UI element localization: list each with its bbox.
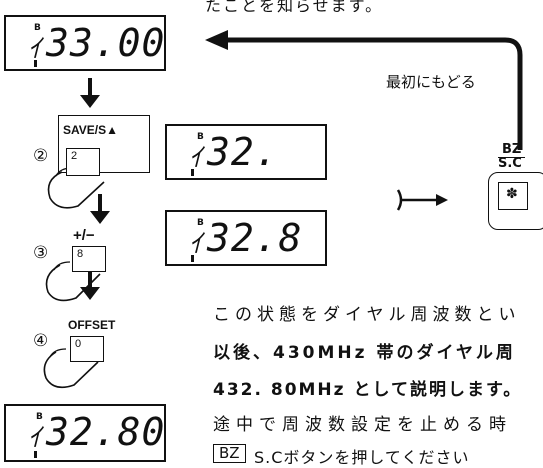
loop-label: 最初にもどる	[386, 73, 476, 91]
lcd-marker	[34, 60, 37, 67]
lcd-prefix: ｲ	[28, 34, 42, 64]
bz-label: BZ	[498, 143, 526, 158]
body-line-2: 以後、430MHz 帯のダイヤル周	[213, 343, 516, 363]
top-cutoff-text: たことを知らせます。	[205, 0, 384, 15]
lcd-digits: 32.80	[46, 410, 166, 454]
plus-minus-key-label: +/−	[73, 227, 95, 244]
key-8[interactable]: 8	[72, 246, 106, 272]
sc-label: S.C	[498, 156, 522, 171]
step-4-marker: ④	[33, 331, 49, 351]
lcd-display-433-00: B ｲ 33.00	[4, 15, 166, 71]
band-indicator-b: B	[34, 23, 41, 33]
key-8-value: 8	[77, 248, 84, 260]
lcd-display-432-8: B ｲ 32.8	[165, 210, 327, 266]
lcd-marker	[191, 255, 194, 262]
bz-sc-button[interactable]: ✽	[498, 182, 528, 210]
body-line-5: S.Cボタンを押してください	[254, 448, 470, 467]
lcd-marker	[34, 451, 37, 458]
lcd-prefix: ｲ	[189, 229, 203, 259]
band-indicator-b: B	[36, 412, 43, 422]
bz-sc-icon: ✽	[506, 186, 518, 202]
save-key-frame	[58, 115, 150, 173]
step-3-marker: ③	[33, 243, 49, 263]
lcd-digits: 32.8	[207, 216, 303, 260]
band-indicator-b: B	[197, 132, 204, 142]
lcd-digits: 32.	[207, 130, 279, 174]
key-0-value: 0	[75, 338, 82, 350]
lcd-prefix: ｲ	[189, 143, 203, 173]
body-line-1: この状態をダイヤル周波数とい	[213, 305, 521, 325]
step-2-marker: ②	[33, 146, 49, 166]
offset-key-label: OFFSET	[68, 318, 116, 332]
key-2[interactable]: 2	[66, 148, 100, 176]
lcd-prefix: ｲ	[28, 423, 42, 453]
bz-sc-button-housing	[488, 172, 543, 230]
body-line-4: 途中で周波数設定を止める時	[213, 415, 512, 435]
band-indicator-b: B	[197, 218, 204, 228]
key-0[interactable]: 0	[70, 336, 104, 362]
lcd-display-432-80: B ｲ 32.80	[4, 404, 166, 462]
key-2-value: 2	[71, 150, 78, 162]
lcd-marker	[191, 169, 194, 176]
inline-bz-key: BZ	[213, 444, 246, 463]
lcd-display-432: B ｲ 32.	[165, 124, 327, 180]
body-line-3: 432. 80MHz として説明します。	[213, 380, 523, 400]
save-key-label: SAVE/S▲	[63, 123, 119, 137]
lcd-digits: 33.00	[46, 21, 166, 65]
